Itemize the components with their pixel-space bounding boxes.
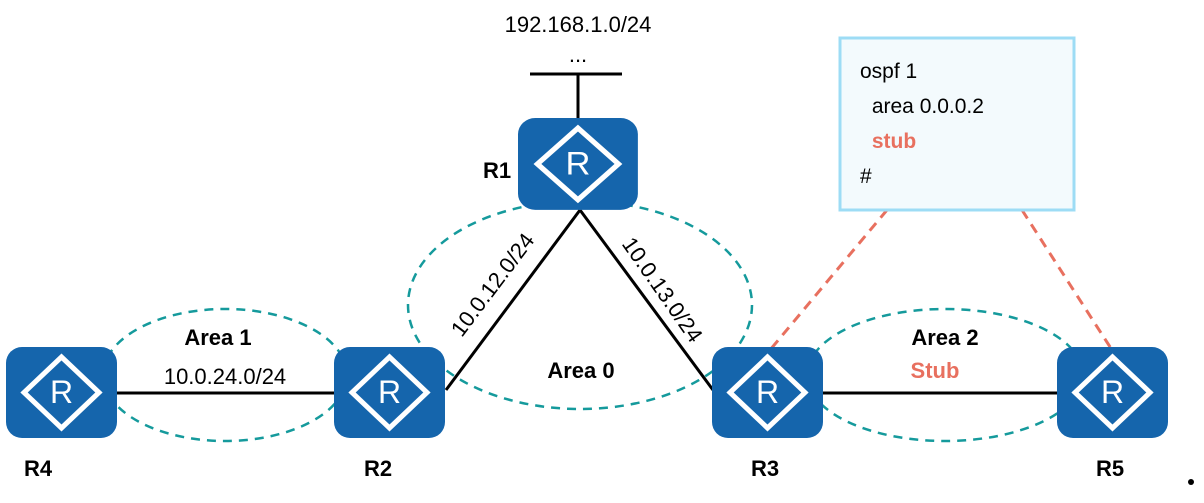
link-label-r4-r2: 10.0.24.0/24 — [164, 364, 286, 389]
link-r1-r3 — [578, 209, 715, 391]
link-label-r1-r3: 10.0.13.0/24 — [617, 232, 708, 347]
router-icon — [6, 347, 117, 438]
router-r1[interactable] — [518, 118, 638, 210]
top-subnet-ellipsis: ... — [569, 42, 587, 67]
config-line: area 0.0.0.2 — [866, 95, 984, 118]
config-line-stub: stub — [866, 130, 916, 153]
router-icon — [1057, 347, 1168, 438]
router-label-r2: R2 — [364, 456, 392, 481]
router-label-r1: R1 — [483, 158, 511, 183]
router-icon — [518, 118, 638, 210]
area2-label: Area 2 — [911, 325, 978, 350]
callout-line-r3 — [768, 209, 889, 351]
router-r3[interactable] — [712, 347, 823, 438]
link-r1-r2 — [444, 209, 582, 391]
top-subnet-label: 192.168.1.0/24 — [505, 12, 652, 37]
callout-line-r5 — [1020, 209, 1114, 351]
area2-type-label: Stub — [911, 358, 960, 383]
router-r5[interactable] — [1057, 347, 1168, 438]
stray-dot — [1188, 479, 1194, 485]
router-r4[interactable] — [6, 347, 117, 438]
config-line: ospf 1 — [860, 60, 917, 83]
area0-label: Area 0 — [547, 358, 614, 383]
router-icon — [712, 347, 823, 438]
router-label-r5: R5 — [1096, 456, 1124, 481]
config-box — [838, 36, 1076, 212]
area1-label: Area 1 — [184, 325, 251, 350]
config-line: # — [860, 165, 872, 188]
router-r2[interactable] — [334, 347, 445, 438]
router-label-r4: R4 — [24, 456, 53, 481]
router-label-r3: R3 — [751, 456, 779, 481]
router-icon — [334, 347, 445, 438]
